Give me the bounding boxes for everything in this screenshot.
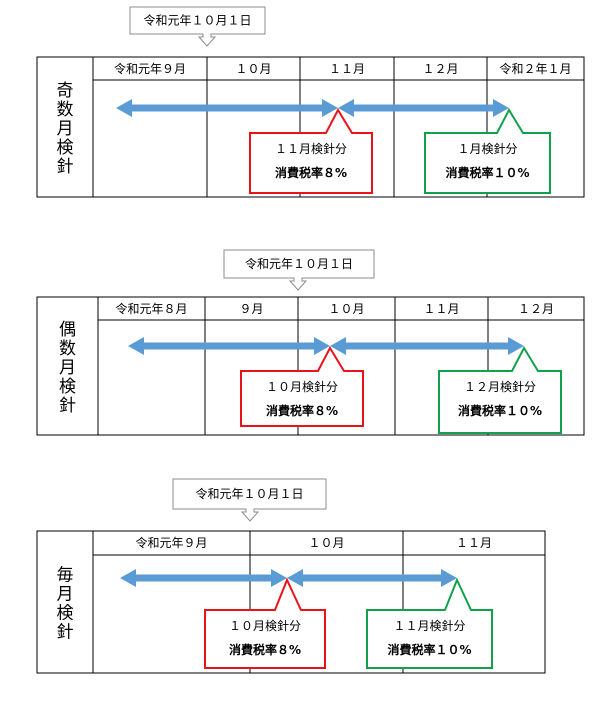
- meter-reading-label: １１月検針分: [393, 618, 465, 633]
- month-header: １０月: [235, 62, 271, 76]
- row-label-char: 針: [57, 623, 74, 643]
- row-label-char: 月: [57, 119, 74, 139]
- row-label-char: 月: [59, 358, 76, 378]
- callout-box: [438, 345, 562, 434]
- row-label-char: 数: [59, 339, 76, 359]
- row-label-char: 毎: [57, 566, 74, 586]
- tax-rate-label: 消費税率１０%: [458, 403, 542, 418]
- month-header: 令和元年８月: [115, 301, 187, 316]
- month-header: １１月: [329, 62, 365, 76]
- month-header: １１月: [456, 536, 492, 550]
- date-callout-text: 令和元年１０月１日: [195, 486, 303, 501]
- row-label-char: 検: [57, 138, 74, 158]
- month-header: ９月: [239, 302, 263, 316]
- period-arrow: [120, 569, 287, 587]
- date-callout-shape: [172, 478, 327, 522]
- row-label-char: 偶: [59, 320, 76, 340]
- row-label-char: 数: [57, 100, 74, 120]
- month-header: １０月: [308, 536, 344, 550]
- row-label-char: 検: [59, 377, 76, 397]
- date-callout: 令和元年１０月１日: [223, 249, 375, 291]
- meter-reading-label: １月検針分: [457, 141, 517, 156]
- date-callout-shape: [129, 6, 266, 47]
- month-header: 令和元年９月: [114, 61, 186, 76]
- month-header: 令和元年９月: [135, 535, 207, 550]
- row-label-char: 針: [59, 396, 76, 416]
- period-arrow: [338, 99, 509, 117]
- date-callout-text: 令和元年１０月１日: [245, 256, 353, 271]
- row-label-char: 検: [57, 604, 74, 624]
- period-arrow: [287, 569, 457, 587]
- period-arrow: [128, 337, 330, 355]
- callout-box: [240, 345, 364, 427]
- meter-reading-label: １１月検針分: [275, 141, 347, 156]
- callout-box: [204, 577, 326, 669]
- meter-reading-label: １０月検針分: [229, 618, 301, 633]
- month-header: １１月: [423, 302, 459, 316]
- date-callout-shape: [223, 249, 375, 291]
- tax-rate-label: 消費税率１０%: [387, 642, 471, 657]
- callout-box: [366, 577, 493, 669]
- meter-reading-label: １０月検針分: [266, 379, 338, 394]
- row-label-char: 奇: [57, 81, 74, 101]
- period-arrow: [330, 337, 524, 355]
- tax-rate-label: 消費税率１０%: [445, 165, 529, 180]
- row-label-char: 月: [57, 585, 74, 605]
- date-callout: 令和元年１０月１日: [129, 6, 266, 47]
- row-label-char: 針: [57, 157, 74, 177]
- date-callout: 令和元年１０月１日: [172, 478, 327, 522]
- month-header: １０月: [328, 302, 364, 316]
- date-callout-text: 令和元年１０月１日: [143, 13, 251, 28]
- callout-box: [249, 107, 373, 194]
- tax-rate-label: 消費税率８%: [275, 165, 347, 180]
- month-header: １２月: [518, 302, 554, 316]
- month-header: １２月: [422, 62, 458, 76]
- meter-reading-label: １２月検針分: [464, 379, 536, 394]
- tax-rate-label: 消費税率８%: [266, 403, 338, 418]
- month-header: 令和２年１月: [499, 61, 571, 76]
- period-arrow: [116, 99, 338, 117]
- callout-box: [424, 107, 551, 194]
- tax-rate-label: 消費税率８%: [229, 642, 301, 657]
